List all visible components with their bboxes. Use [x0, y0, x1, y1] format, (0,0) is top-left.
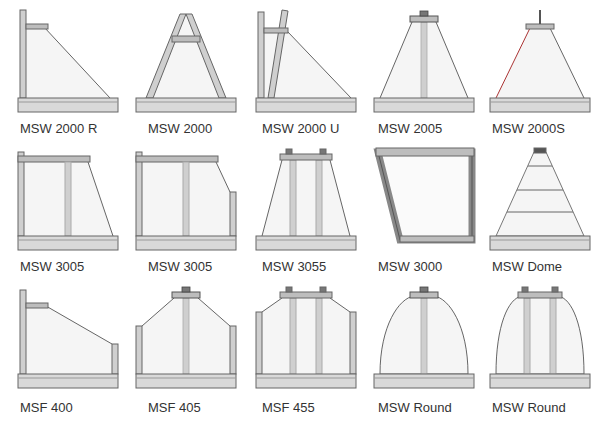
profile-msf405: [136, 287, 236, 388]
profile-msf400: [18, 290, 118, 388]
model-label: MSW 3055: [262, 259, 326, 275]
profile-msw2005: [374, 11, 474, 112]
model-label: MSW Dome: [492, 259, 562, 275]
model-label: MSW 2000S: [492, 121, 565, 137]
model-label: MSF 455: [262, 400, 315, 416]
profile-msw-round-b: [490, 287, 590, 388]
model-label: MSW 3005: [20, 259, 84, 275]
model-label: MSW 2005: [378, 121, 442, 137]
profile-msf455: [256, 287, 356, 388]
model-label: MSW 2000 U: [262, 121, 339, 137]
model-label: MSW 3005: [148, 259, 212, 275]
model-label: MSW 3000: [378, 259, 442, 275]
model-label: MSF 405: [148, 400, 201, 416]
profile-msw3055: [256, 149, 356, 250]
profile-msw3005b: [136, 152, 236, 250]
profile-msw3000: [376, 148, 474, 242]
model-label: MSW 2000: [148, 121, 212, 137]
model-label: MSW Round: [492, 400, 566, 416]
profile-msw2000u: [256, 10, 356, 112]
profile-msw-dome: [490, 148, 590, 250]
profile-msw3005a: [18, 152, 118, 250]
model-label: MSF 400: [20, 400, 73, 416]
profile-msw2000s: [490, 10, 590, 112]
profile-msw2000r: [18, 10, 118, 112]
model-label: MSW 2000 R: [20, 121, 97, 137]
profile-msw-round-a: [374, 287, 474, 388]
profile-msw2000: [136, 14, 236, 112]
model-label: MSW Round: [378, 400, 452, 416]
